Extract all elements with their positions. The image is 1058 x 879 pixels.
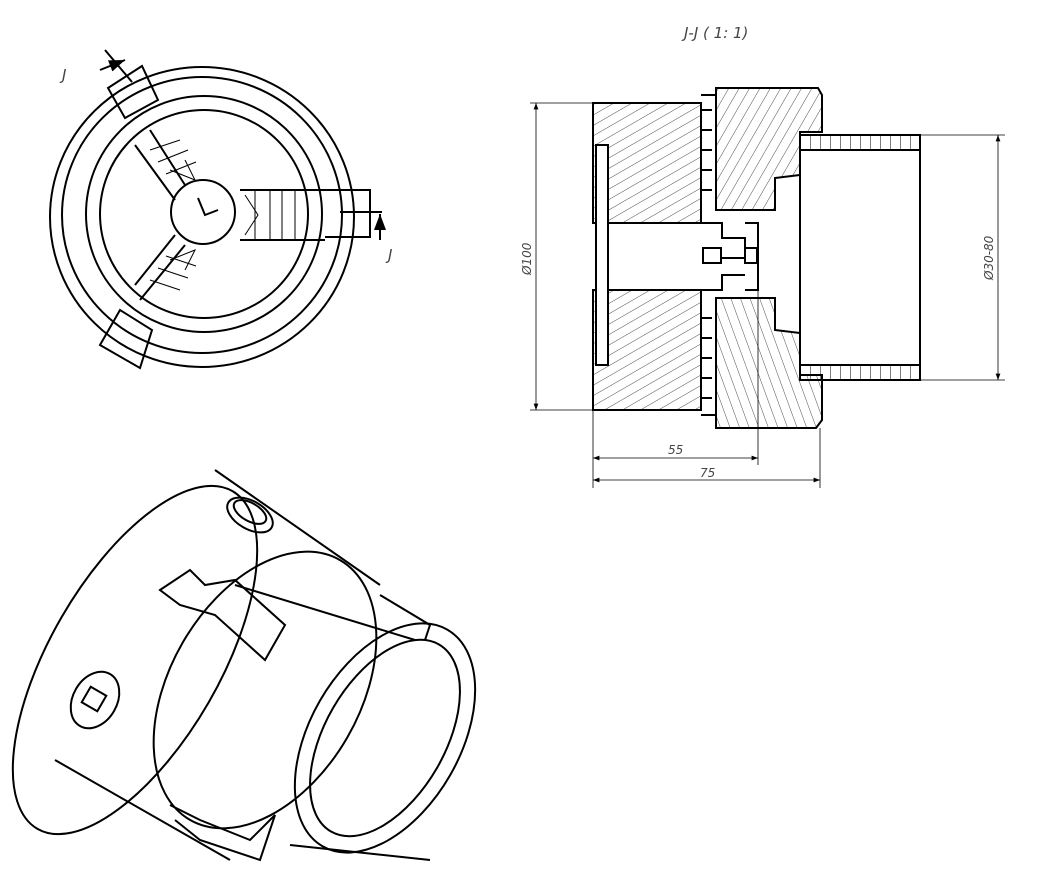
section-label-top: J — [59, 66, 66, 84]
dim-grip-range: Ø30-80 — [982, 235, 996, 281]
dim-outer-diameter: Ø100 — [520, 242, 534, 276]
section-label-right: J — [385, 246, 392, 264]
section-view: J-J ( 1: 1) — [520, 24, 1005, 488]
front-view: J J — [49, 49, 392, 370]
dim-body-length: 55 — [668, 443, 683, 457]
isometric-view — [11, 469, 477, 862]
dim-total-length: 75 — [700, 466, 715, 480]
section-title: J-J ( 1: 1) — [681, 24, 748, 42]
